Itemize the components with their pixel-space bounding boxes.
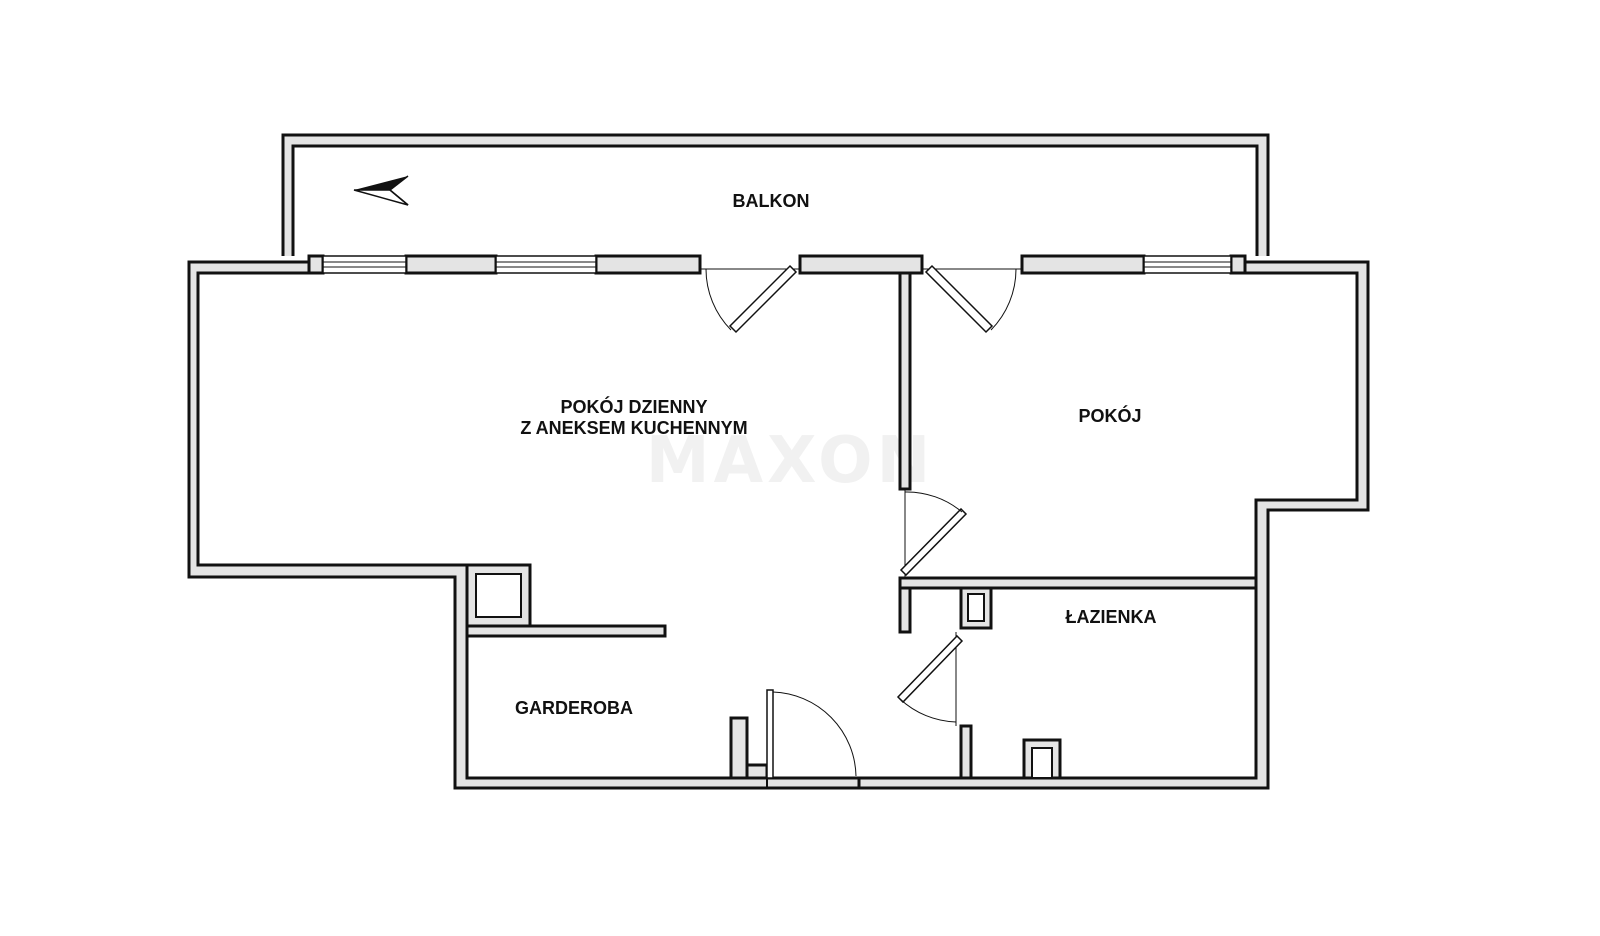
door-corridor-to-bathroom[interactable]: [896, 632, 964, 726]
interior-wall: [465, 271, 1258, 780]
exterior-wall: [187, 260, 1370, 790]
room-label-balcony: BALKON: [733, 191, 810, 211]
balcony-wall: [281, 133, 1270, 256]
window: [1143, 255, 1232, 274]
room-label-wardrobe: GARDEROBA: [515, 698, 633, 718]
room-label-living-room: POKÓJ DZIENNY: [560, 396, 707, 417]
room-label-living-room-sub: Z ANEKSEM KUCHENNYM: [520, 418, 747, 438]
watermark: MAXON: [646, 424, 934, 498]
window: [495, 255, 597, 274]
entrance-door[interactable]: [766, 689, 860, 788]
balcony-door-right[interactable]: [922, 264, 1022, 334]
north-arrow-icon: [353, 175, 409, 206]
window-wall: [307, 254, 1247, 275]
window: [322, 255, 407, 274]
door-living-to-room[interactable]: [899, 489, 968, 578]
balcony-door-left[interactable]: [700, 264, 800, 334]
room-label-room: POKÓJ: [1078, 405, 1141, 426]
room-label-bathroom: ŁAZIENKA: [1066, 607, 1157, 627]
